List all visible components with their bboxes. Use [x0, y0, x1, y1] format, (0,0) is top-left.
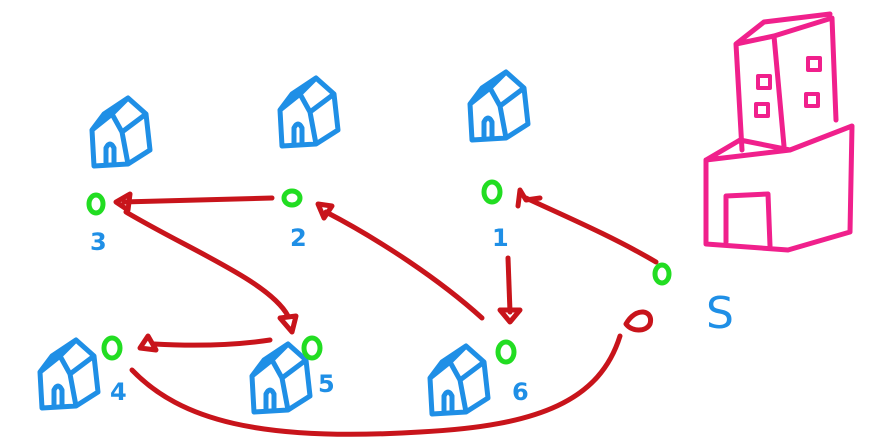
node-5: [301, 335, 323, 361]
edge-3-5: [123, 209, 291, 319]
label-1: 1: [492, 224, 509, 252]
house-icon: [252, 344, 310, 412]
edge-2-3: [121, 195, 275, 205]
label-4: 4: [110, 378, 127, 406]
arrowhead: [315, 201, 335, 221]
node-S: [652, 262, 672, 286]
label-3: 3: [90, 228, 107, 256]
nodes: [86, 179, 672, 365]
arrowhead: [623, 309, 654, 333]
house-icon: [470, 72, 528, 140]
edge-S-1: [523, 195, 659, 265]
edge-6-2: [323, 209, 485, 321]
node-2: [281, 188, 303, 208]
house-icon: [280, 78, 338, 146]
node-4: [101, 335, 123, 361]
edge-4-S: [129, 333, 623, 437]
node-6: [495, 339, 517, 365]
house-icon: [92, 98, 150, 166]
label-S: S: [706, 288, 734, 339]
route-arrows: [113, 187, 659, 437]
label-5: 5: [318, 370, 335, 398]
arrowhead: [515, 187, 543, 209]
arrowhead: [277, 313, 299, 335]
edge-5-4: [151, 337, 273, 348]
building-icon: [703, 11, 855, 253]
arrowhead: [113, 191, 133, 213]
house-icon: [430, 346, 488, 414]
house-icon: [40, 340, 98, 408]
label-2: 2: [290, 224, 307, 252]
edge-1-6: [505, 255, 513, 315]
arrowhead: [497, 307, 523, 325]
arrowhead: [137, 333, 159, 353]
node-1: [481, 179, 503, 205]
node-3: [86, 192, 106, 216]
label-6: 6: [512, 378, 529, 406]
